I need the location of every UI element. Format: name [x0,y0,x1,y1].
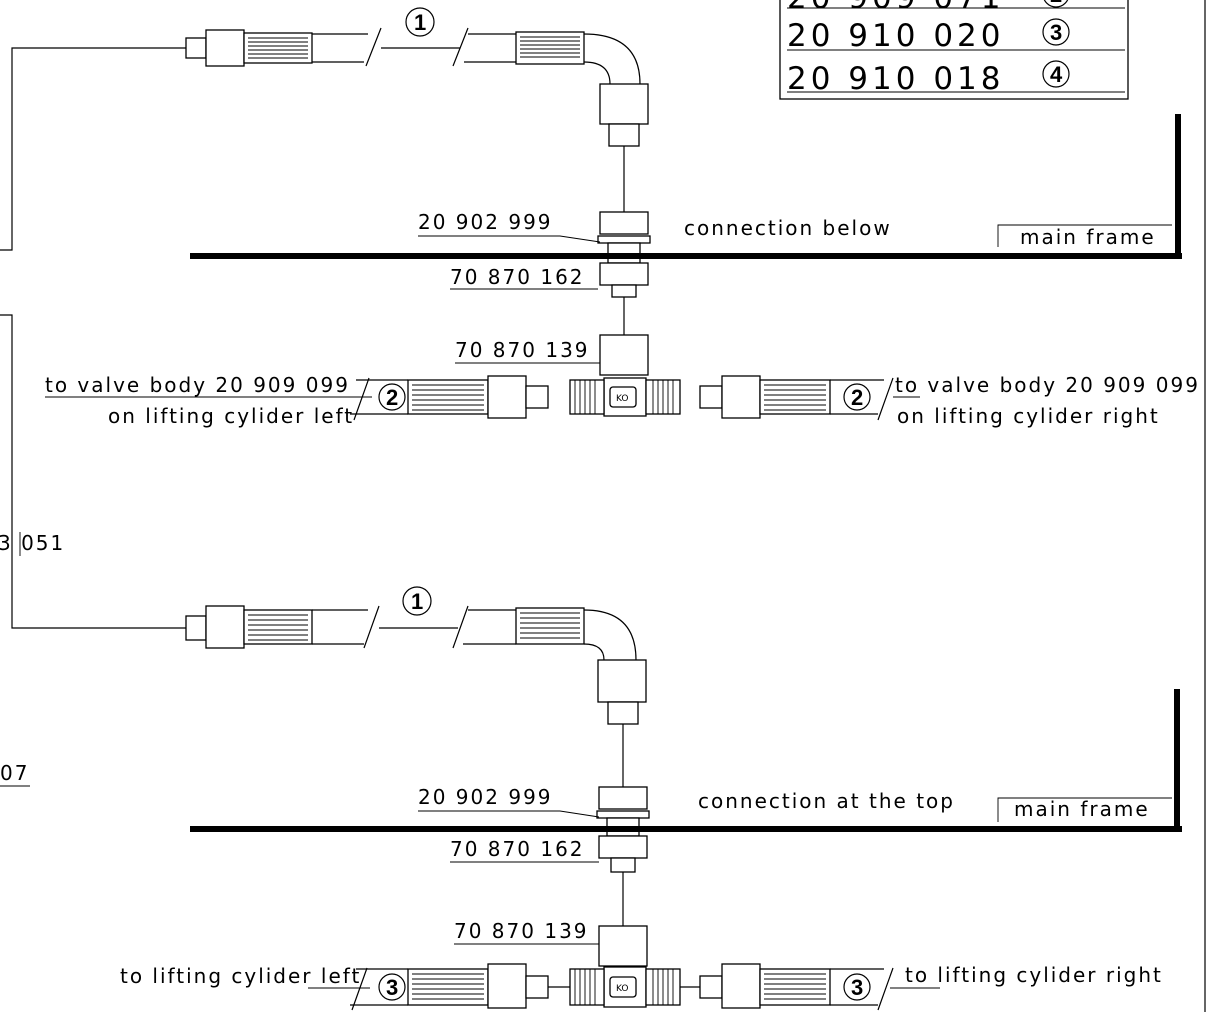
part-label-bulkhead: 20 902 999 [418,785,553,809]
destination-label-left-prefix: to lifting cylider [120,964,321,988]
connection-note: connection below [684,216,892,240]
destination-label-right: to valve body 20 909 099 [895,373,1200,397]
tee-fitting-icon: KO [569,334,681,417]
hose-elbow-fitting-icon [515,31,649,147]
callout-badge: 2 [851,385,863,410]
connection-note: connection at the top [698,789,955,813]
left-hose-fitting-icon [407,375,549,419]
destination-label-right: to lifting cylider right [905,963,1163,987]
part-label-nut: 70 870 162 [450,837,585,861]
callout-badge: 4 [1050,62,1063,87]
destination-label-right-prefix: to [895,373,919,397]
part-label-nut: 70 870 162 [450,265,585,289]
hose-end-fitting-icon [185,605,313,649]
part-label-tee: 70 870 139 [455,338,590,362]
top-assembly: 1 20 902 999 connection below main frame… [45,7,1200,428]
destination-label-left: to valve body 20 909 099 [45,373,350,397]
part-number: 20 910 018 [787,61,1005,97]
part-label-tee: 70 870 139 [454,919,589,943]
left-hose-fitting-icon [407,963,549,1009]
part-number: 20 910 020 [787,18,1005,54]
hose-end-fitting-icon [185,29,313,67]
tee-marking: KO [616,394,629,404]
callout-badge: 1 [414,10,426,35]
bottom-assembly: 1 20 902 999 connection at the top main … [120,586,1182,1011]
destination-label-right-rest: valve body 20 909 099 [919,373,1200,397]
callout-badge: 2 [386,385,398,410]
callout-badge: 3 [851,975,863,1000]
edge-label-07: 07 [0,761,29,785]
callout-badge: 3 [386,975,398,1000]
parts-table-row: 20 910 018 4 [787,60,1125,97]
tee-marking: KO [616,984,629,994]
parts-table: 20 909 071 2 20 910 020 3 20 910 018 4 [779,0,1129,100]
destination-label-left-line2: on lifting cylider left [108,404,354,428]
callout-badge: 2 [1050,0,1062,7]
parts-table-row: 20 910 020 3 [787,18,1125,54]
right-hose-fitting-icon [699,963,831,1009]
callout-badge: 1 [411,589,423,614]
destination-label-right-line2: on lifting cylider right [897,404,1160,428]
callout-badge: 3 [1050,20,1062,45]
frame-label: main frame [1014,797,1150,821]
bulkhead-fitting-icon [597,211,651,298]
left-edge-fragment: 3 051 07 [0,47,186,787]
tee-fitting-icon: KO [569,925,681,1008]
destination-label-left-underlined: left [321,964,361,988]
parts-table-row: 20 909 071 2 [787,0,1125,16]
destination-label-left: to lifting cylider left [120,964,361,988]
part-label-bulkhead: 20 902 999 [418,210,553,234]
hose-elbow-fitting-icon [515,607,647,725]
right-hose-fitting-icon [699,375,831,419]
edge-label-3051: 3 051 [0,531,65,555]
frame-label: main frame [1020,225,1156,249]
